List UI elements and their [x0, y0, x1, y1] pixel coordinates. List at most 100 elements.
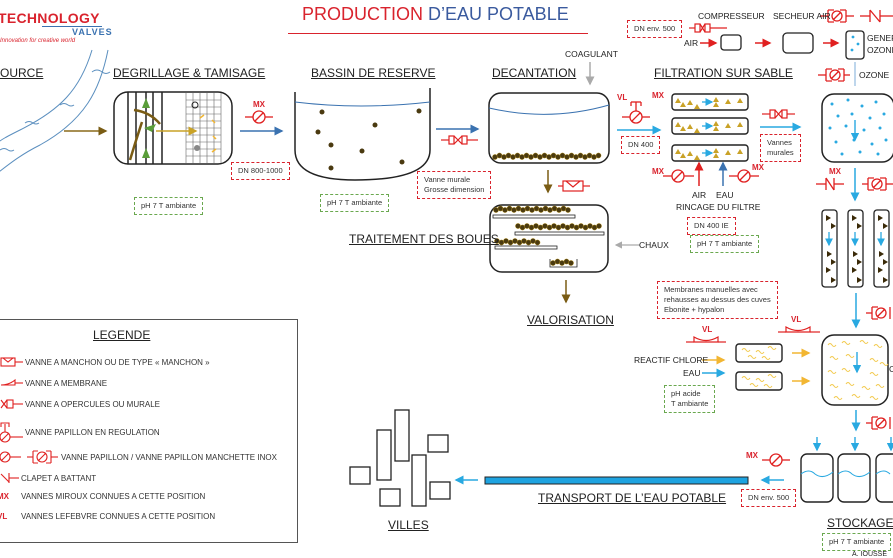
gate-valve-icon	[762, 109, 795, 119]
sand-grain	[713, 121, 719, 126]
carbon-grain	[826, 267, 831, 273]
chlorine-squiggle	[841, 341, 851, 345]
chlorine-squiggle	[829, 384, 839, 388]
sand-grain	[680, 126, 686, 131]
check-valve-icon	[860, 9, 893, 23]
air-label: AIR	[684, 38, 699, 48]
logo-tagline: Innovation for creative world	[0, 38, 76, 44]
vl-tag: VL	[791, 315, 802, 324]
ozone-generator-label-2: OZONI	[867, 45, 893, 55]
compresseur-label: COMPRESSEUR	[698, 11, 765, 21]
carbon-grain	[831, 277, 836, 283]
butterfly-valve-icon	[729, 169, 759, 183]
legend-item: VL VANNES LEFEBVRE CONNUES A CETTE POSIT…	[0, 512, 215, 521]
decantation-tank	[488, 92, 610, 164]
mx-tag: MX	[752, 163, 764, 172]
sand-grain	[737, 122, 743, 127]
mx-tag: MX	[829, 167, 841, 176]
chlorine-squiggle	[749, 383, 759, 387]
section-decantation: DECANTATION	[492, 66, 577, 80]
sand-grain	[675, 98, 681, 103]
note-line: T ambiante	[671, 399, 709, 409]
control-butterfly-valve-icon	[0, 422, 23, 443]
butterfly-valve-icon	[663, 169, 694, 183]
sand-grain	[725, 123, 731, 128]
note-line: Grosse dimension	[424, 185, 485, 195]
ozone-bubble	[830, 102, 834, 106]
carbon-grain	[883, 259, 888, 265]
legend-label: VANNE A MANCHON OU DE TYPE « MANCHON »	[25, 357, 210, 367]
section-valorisation: VALORISATION	[527, 313, 614, 327]
carbon-grain	[831, 223, 836, 229]
note-ph-bassin: pH 7 T ambiante	[320, 194, 390, 213]
sand-grain	[687, 151, 693, 156]
sand-grain	[713, 126, 719, 131]
ozone-bubble	[836, 114, 840, 118]
rincage-eau-label: EAU	[716, 190, 734, 200]
gate-valve-icon	[0, 399, 23, 409]
sand-grain	[713, 153, 719, 158]
carbon-grain	[857, 277, 862, 283]
sand-grain	[687, 124, 693, 129]
section-bassin: BASSIN DE RESERVE	[311, 66, 436, 80]
sludge-particle	[595, 152, 602, 159]
sand-grain	[694, 155, 700, 160]
ozone-bubble	[860, 104, 864, 108]
ozone-bubble	[870, 142, 874, 146]
note-line: Membranes manuelles avec	[664, 285, 758, 294]
legend-item: VANNE PAPILLON / VANNE PAPILLON MANCHETT…	[0, 450, 277, 464]
butterfly-sleeve-valve-icon	[866, 416, 891, 430]
note-line: rehausses au dessus des cuves	[664, 295, 771, 305]
city-buildings-icon	[349, 409, 451, 507]
chlorine-squiggle	[829, 356, 839, 360]
ozone-bubble	[884, 138, 888, 142]
mx-tag: MX	[652, 167, 664, 176]
degrillage-screen-tank	[113, 91, 233, 165]
sleeve-valve-icon	[0, 357, 23, 367]
butterfly-sleeve-valve-icon	[27, 450, 58, 464]
chlorine-squiggle	[747, 355, 757, 359]
rincage-air-label: AIR	[692, 190, 707, 200]
sand-grain	[713, 102, 719, 107]
vl-tag: VL	[617, 93, 628, 102]
legend-label: CLAPET A BATTANT	[21, 473, 97, 483]
note-dn-env-500-top: DN env. 500	[627, 20, 683, 39]
carbon-grain	[857, 259, 862, 265]
butterfly-valve-icon	[0, 451, 21, 463]
ozone-bubble	[882, 112, 886, 116]
chlorine-squiggle	[879, 362, 889, 366]
legend-label: VANNE A MEMBRANE	[25, 378, 108, 388]
chlorine-squiggle	[869, 396, 879, 400]
carbon-grain	[878, 267, 883, 273]
carbon-grain	[831, 259, 836, 265]
vl-tag: VL	[0, 512, 8, 521]
mx-tag: MX	[253, 100, 265, 109]
activated-carbon-filters	[821, 209, 890, 288]
check-valve-icon	[816, 177, 844, 191]
butterfly-sleeve-valve-icon	[820, 9, 854, 23]
note-vannes-murales: Vannes murales	[760, 134, 801, 163]
chlorine-squiggle	[873, 344, 883, 348]
river-source-icon	[0, 49, 111, 172]
ozone-bubble	[862, 128, 866, 132]
chlorine-squiggle	[869, 358, 879, 362]
note-ph-acide: pH acide T ambiante	[664, 385, 716, 414]
chlorine-squiggle	[833, 396, 843, 400]
sand-grain	[694, 128, 700, 133]
legend-title: LEGENDE	[93, 328, 151, 342]
note-membranes: Membranes manuelles avec rehausses au de…	[657, 281, 778, 320]
chlorine-squiggle	[767, 374, 777, 378]
note-dn-env-500-bottom: DN env. 500	[741, 489, 797, 508]
logo-sub: VALVES	[42, 26, 112, 37]
note-ph-stockage: pH 7 T ambiante	[822, 533, 892, 552]
chlorine-squiggle	[859, 340, 869, 344]
chlorine-squiggle	[861, 386, 871, 390]
ozone-bubble	[852, 138, 856, 142]
transport-pipe	[484, 476, 749, 485]
membrane-valve-icon	[0, 378, 23, 386]
ozone-bubble	[846, 98, 850, 102]
control-butterfly-valve-icon	[622, 101, 650, 124]
section-transport: TRANSPORT DE L’EAU POTABLE	[538, 491, 727, 505]
ozone-bubble	[868, 116, 872, 120]
